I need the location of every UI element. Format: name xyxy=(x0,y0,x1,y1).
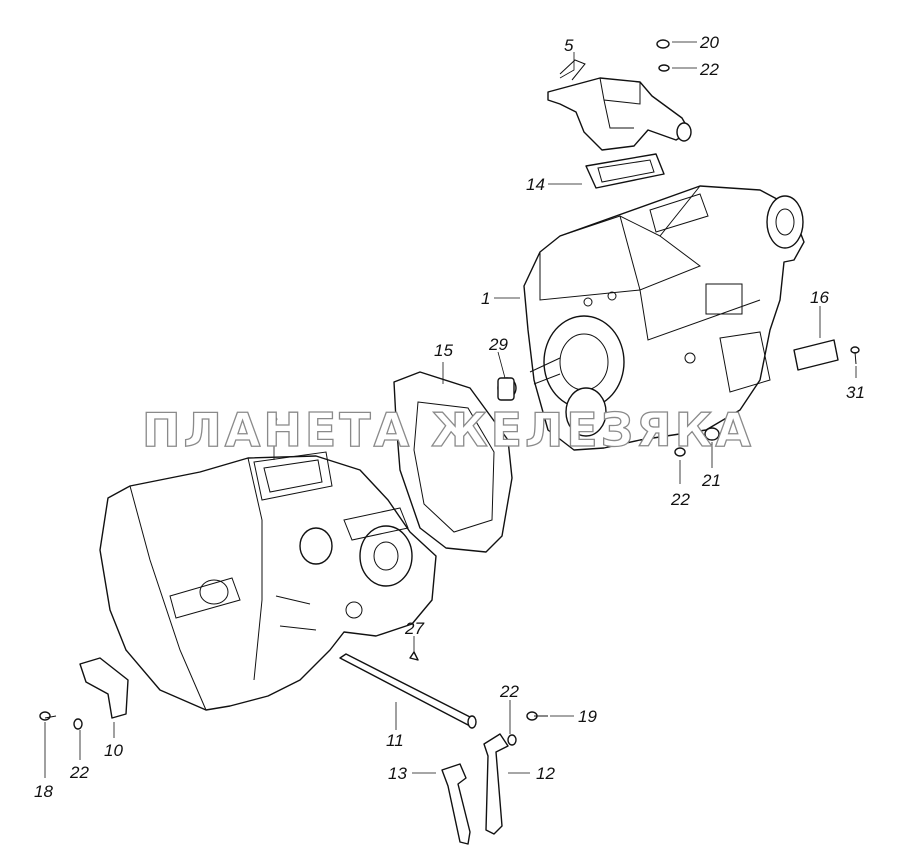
part-18-bolt xyxy=(39,711,57,721)
label-27: 27 xyxy=(404,619,424,638)
part-19-bolt xyxy=(526,711,548,721)
label-22-right: 22 xyxy=(670,490,690,509)
label-21: 21 xyxy=(701,471,721,490)
label-13: 13 xyxy=(388,764,407,783)
label-16: 16 xyxy=(810,288,829,307)
label-22-bottom: 22 xyxy=(499,682,519,701)
part-1-gearbox-housing xyxy=(523,185,805,451)
label-29: 29 xyxy=(488,335,508,354)
label-20: 20 xyxy=(699,33,719,52)
label-15: 15 xyxy=(434,341,453,360)
label-22-top: 22 xyxy=(699,60,719,79)
label-12: 12 xyxy=(536,764,555,783)
label-11: 11 xyxy=(386,731,404,750)
part-13-lever xyxy=(441,763,471,845)
part-10-release-fork xyxy=(79,657,129,719)
part-27-key xyxy=(409,651,419,661)
part-12-lever xyxy=(483,733,509,835)
label-1: 1 xyxy=(481,289,490,308)
part-15-housing-gasket xyxy=(393,371,513,553)
part-22-washer-bottom xyxy=(507,734,517,746)
part-22-washer-right xyxy=(674,447,686,457)
leader-lines xyxy=(44,41,857,778)
label-31: 31 xyxy=(846,383,865,402)
part-16-nameplate xyxy=(793,339,839,371)
label-14: 14 xyxy=(526,175,545,194)
part-3-clutch-housing xyxy=(99,451,437,711)
part-29-bearing xyxy=(497,377,517,401)
label-18: 18 xyxy=(34,782,53,801)
part-31-screw xyxy=(850,346,860,365)
part-20-nut xyxy=(656,39,670,49)
part-labels: 5 20 22 14 1 15 29 16 31 22 21 3 27 10 2… xyxy=(34,33,865,801)
label-22-left: 22 xyxy=(69,763,89,782)
part-22-washer-left xyxy=(73,718,83,730)
label-10: 10 xyxy=(104,741,123,760)
label-19: 19 xyxy=(578,707,597,726)
part-11-shaft xyxy=(339,653,477,729)
label-3: 3 xyxy=(268,413,278,432)
part-22-washer-top xyxy=(658,64,670,72)
part-5-shift-mechanism xyxy=(547,59,692,151)
part-21-plug xyxy=(704,427,720,441)
label-5: 5 xyxy=(564,36,574,55)
watermark-text: ПЛАНЕТА ЖЕЛЕЗЯКА xyxy=(142,403,754,457)
part-14-cover-gasket xyxy=(585,153,665,189)
